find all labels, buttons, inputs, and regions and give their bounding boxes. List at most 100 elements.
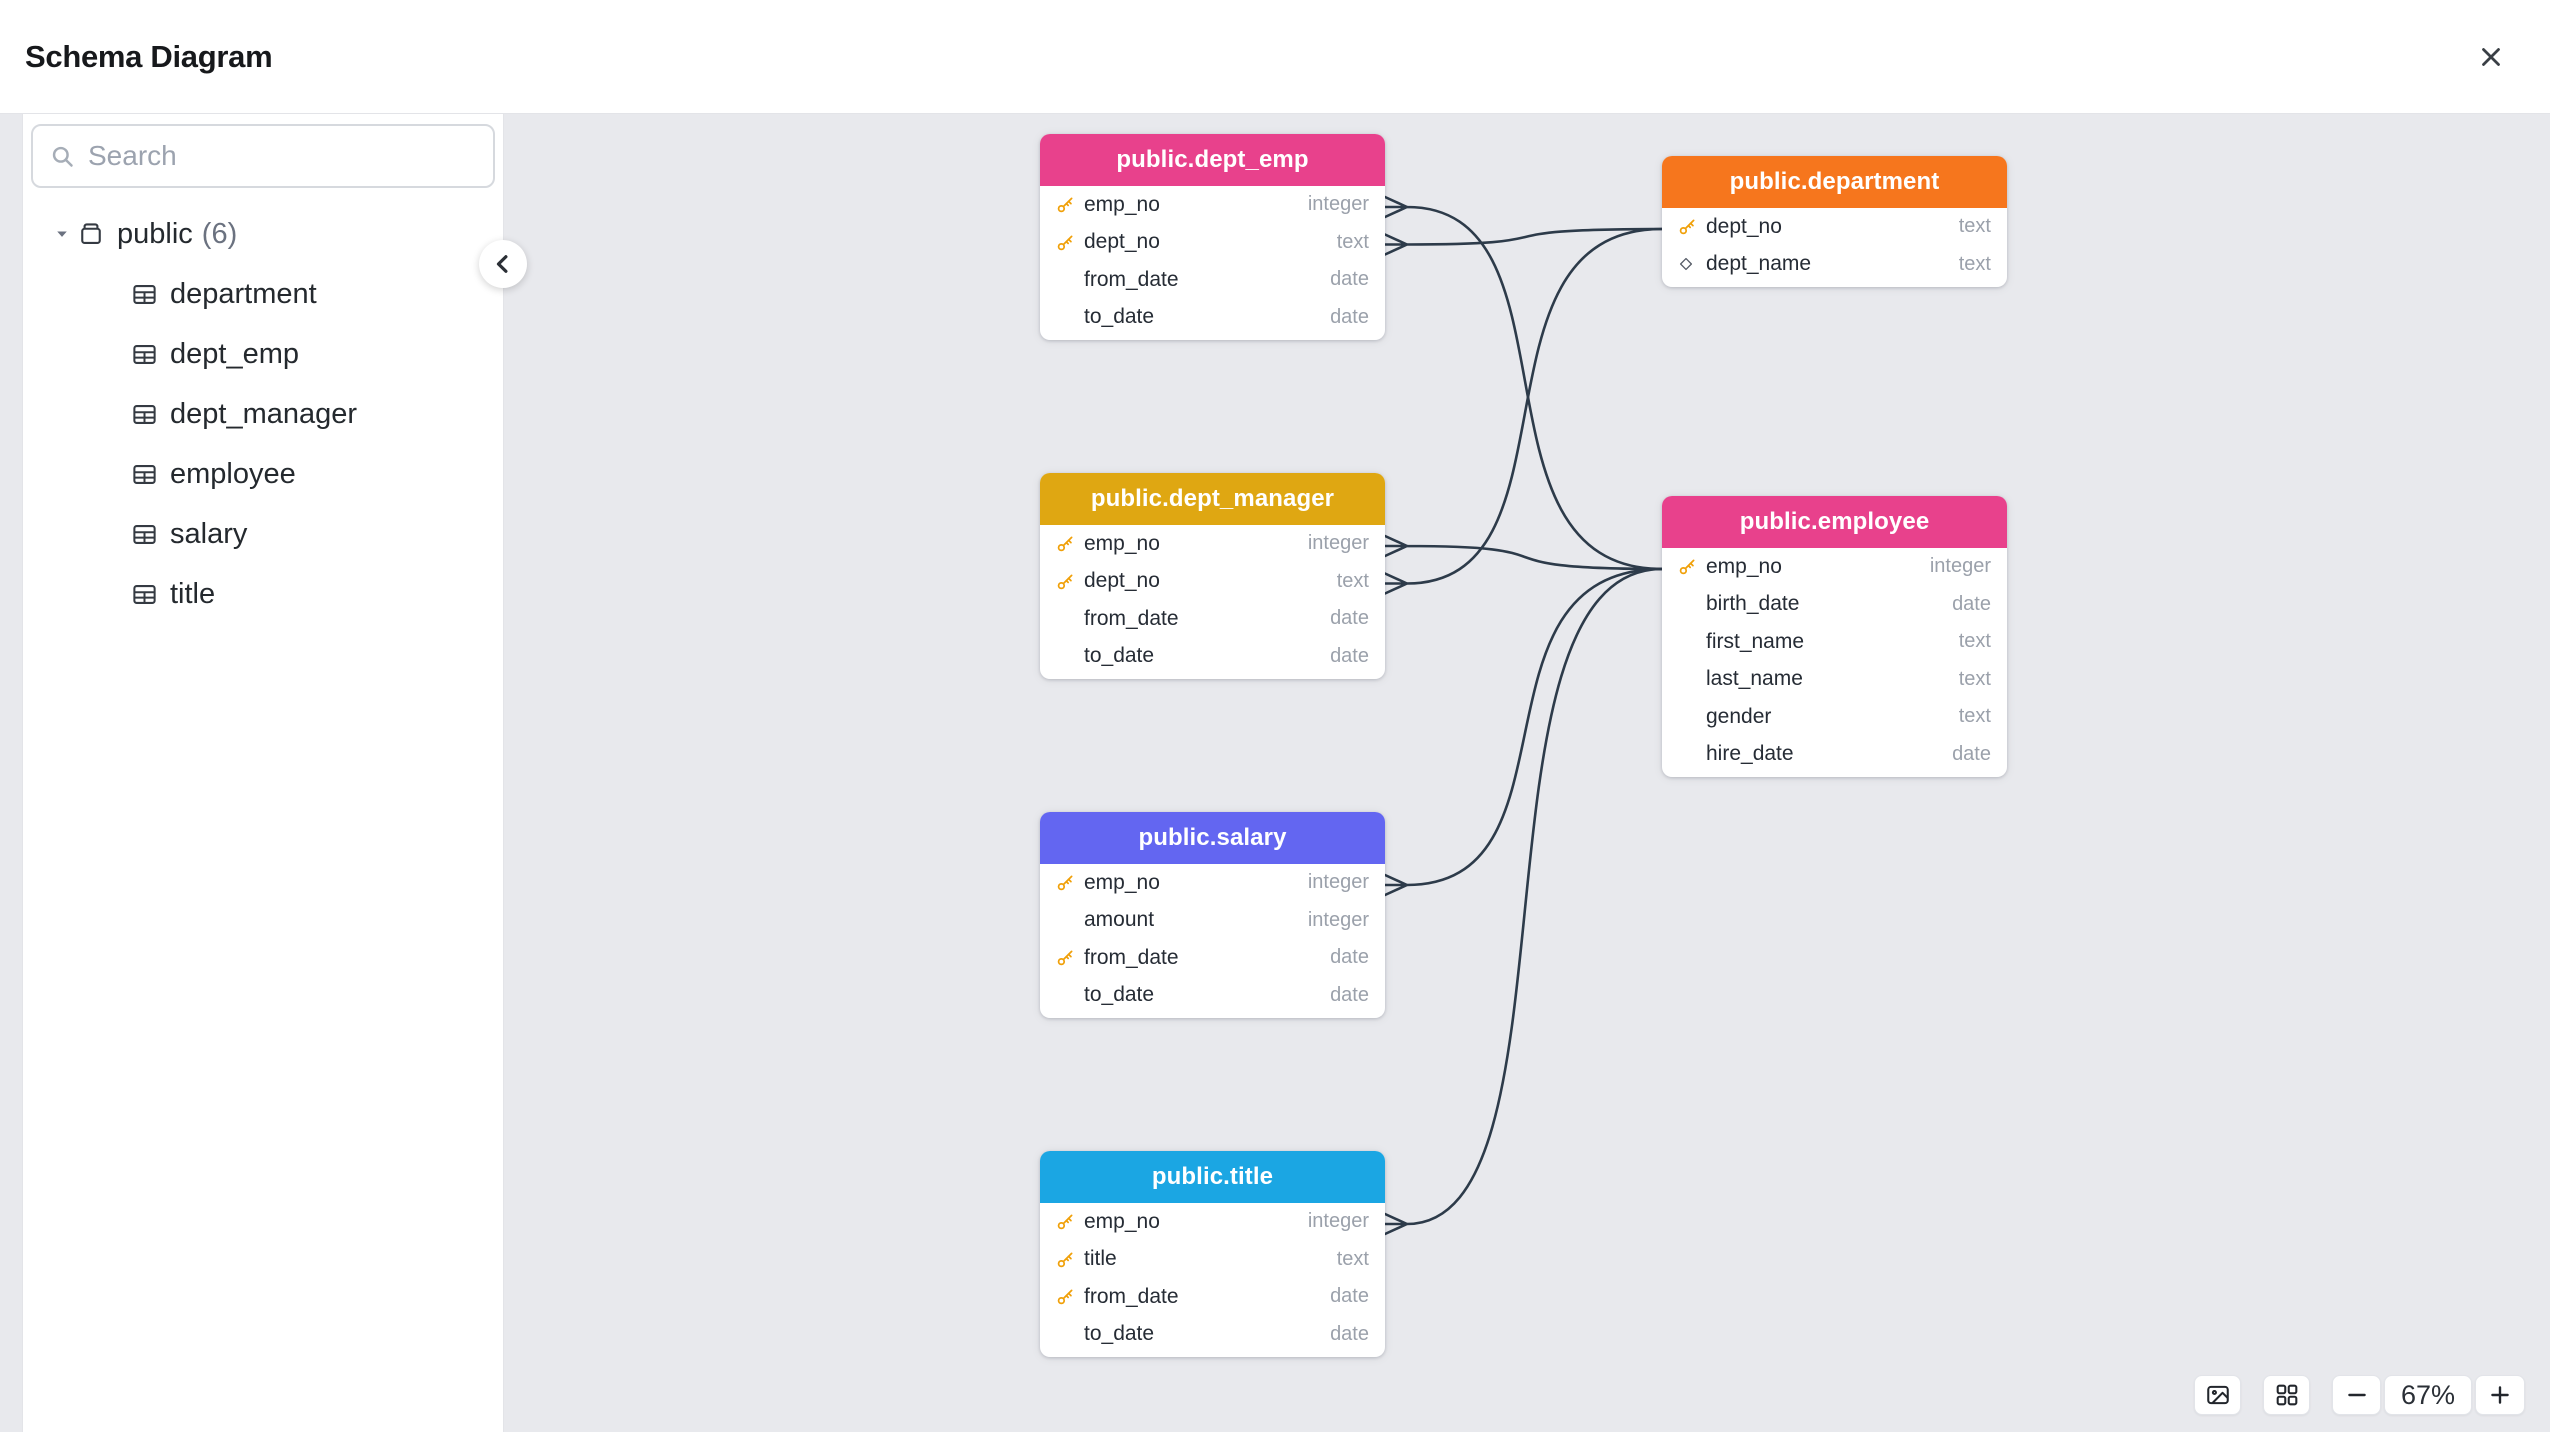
column-type: text [1336,230,1369,253]
column-type: date [1330,1285,1369,1308]
column-name: to_date [1084,983,1155,1007]
table-columns: emp_no integer title text from_date date… [1040,1203,1385,1357]
dialog-body: public.dept_emp emp_no integer dept_no t… [0,113,2550,1432]
column-row: from_date date [1040,600,1385,638]
sidebar-item-department[interactable]: department [31,264,495,324]
search-input[interactable] [88,140,477,172]
table-columns: emp_no integer amount integer from_date … [1040,864,1385,1018]
table-node-department[interactable]: public.department dept_no text dept_name… [1662,156,2007,287]
column-name: emp_no [1084,1209,1160,1233]
column-type: integer [1307,532,1369,555]
column-row: last_name text [1662,661,2007,699]
column-type: date [1330,946,1369,969]
table-columns: dept_no text dept_name text [1662,208,2007,287]
plus-icon [2487,1382,2513,1408]
sidebar-item-salary[interactable]: salary [31,504,495,564]
column-type: text [1958,667,1991,690]
column-name: from_date [1084,945,1179,969]
table-name-label: title [170,577,216,610]
sidebar-collapse-button[interactable] [479,240,527,288]
column-type: text [1958,252,1991,275]
column-row: emp_no integer [1040,1203,1385,1241]
primary-key-icon [1677,216,1703,237]
sidebar: public (6) department dept_emp dept_mana… [22,114,504,1432]
column-type: date [1330,607,1369,630]
column-row: birth_date date [1662,586,2007,624]
column-name: dept_name [1706,252,1812,276]
column-name: title [1084,1247,1117,1271]
column-row: hire_date date [1662,736,2007,774]
table-node-title: public.dept_emp [1116,146,1309,173]
table-icon [131,281,158,308]
primary-key-icon [1055,1249,1081,1270]
table-icon [131,401,158,428]
column-name: amount [1084,908,1155,932]
table-node-title: public.employee [1739,508,1930,535]
table-name-label: salary [170,517,248,550]
primary-key-icon [1055,1211,1081,1232]
table-node-title: public.dept_manager [1090,485,1335,512]
close-button[interactable] [2468,34,2514,80]
page-title: Schema Diagram [25,38,273,74]
column-type: integer [1307,193,1369,216]
table-node-header[interactable]: public.dept_manager [1040,473,1385,525]
column-type: date [1330,305,1369,328]
table-icon [131,461,158,488]
column-type: integer [1929,555,1991,578]
column-type: date [1330,1322,1369,1345]
table-node-header[interactable]: public.salary [1040,812,1385,864]
sidebar-item-title[interactable]: title [31,564,495,624]
table-node-header[interactable]: public.dept_emp [1040,134,1385,186]
minus-icon [2344,1382,2370,1408]
table-node-title-table[interactable]: public.title emp_no integer title text f… [1040,1151,1385,1357]
column-row: dept_no text [1040,224,1385,262]
table-node-dept_emp[interactable]: public.dept_emp emp_no integer dept_no t… [1040,134,1385,340]
table-node-employee[interactable]: public.employee emp_no integer birth_dat… [1662,496,2007,777]
column-name: from_date [1084,606,1179,630]
column-name: to_date [1084,305,1155,329]
relationship-edge-dept_emp-department [1383,227,1664,256]
column-name: birth_date [1706,592,1800,616]
grid-icon [2274,1382,2300,1408]
sidebar-item-employee[interactable]: employee [31,444,495,504]
column-type: date [1330,268,1369,291]
table-name-label: dept_emp [170,337,299,370]
image-icon [2205,1382,2231,1408]
column-name: last_name [1706,667,1803,691]
relationship-edge-dept_manager-department [1383,227,1664,595]
table-node-header[interactable]: public.title [1040,1151,1385,1203]
column-name: gender [1706,704,1772,728]
column-type: date [1330,983,1369,1006]
table-icon [131,581,158,608]
column-row: from_date date [1040,1278,1385,1316]
table-node-salary[interactable]: public.salary emp_no integer amount inte… [1040,812,1385,1018]
schema-table-count: (6) [201,217,238,250]
table-node-header[interactable]: public.department [1662,156,2007,208]
zoom-in-button[interactable] [2475,1375,2525,1415]
table-node-title: public.salary [1138,824,1287,851]
chevron-left-icon [488,249,518,279]
caret-down-icon[interactable] [47,223,77,245]
column-row: to_date date [1040,299,1385,337]
zoom-out-button[interactable] [2332,1375,2381,1415]
column-row: first_name text [1662,623,2007,661]
download-image-button[interactable] [2194,1375,2241,1415]
column-type: integer [1307,908,1369,931]
zoom-level[interactable]: 67% [2384,1375,2472,1415]
table-node-header[interactable]: public.employee [1662,496,2007,548]
column-type: date [1330,644,1369,667]
table-node-dept_manager[interactable]: public.dept_manager emp_no integer dept_… [1040,473,1385,679]
schema-tables-list: department dept_emp dept_manager employe… [31,264,495,624]
column-type: text [1336,1247,1369,1270]
search-box[interactable] [31,124,495,188]
column-name: first_name [1706,629,1805,653]
primary-key-icon [1055,194,1081,215]
column-name: emp_no [1084,531,1160,555]
sidebar-item-schema-public[interactable]: public (6) [31,210,495,258]
column-row: to_date date [1040,638,1385,676]
auto-layout-button[interactable] [2263,1375,2310,1415]
relationship-edge-salary-employee [1383,567,1664,897]
sidebar-item-dept_emp[interactable]: dept_emp [31,324,495,384]
sidebar-item-dept_manager[interactable]: dept_manager [31,384,495,444]
close-icon [2476,42,2506,72]
